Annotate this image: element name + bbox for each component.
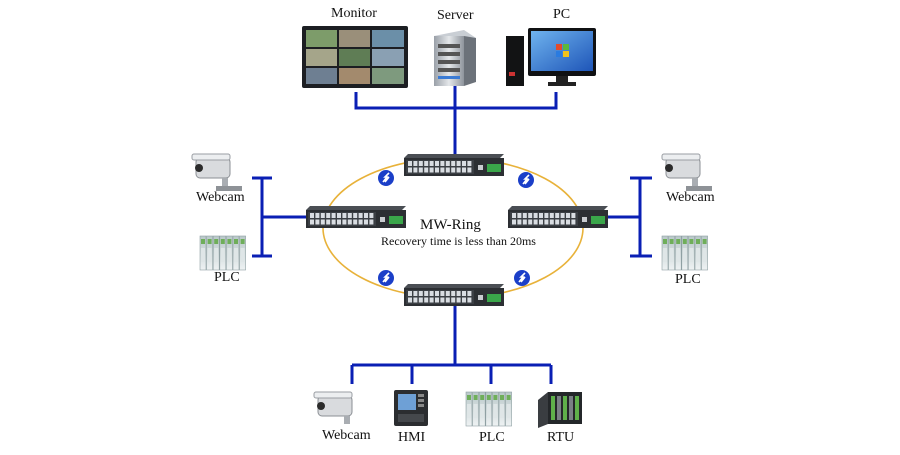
monitor-label: Monitor [331,6,377,21]
right-plc-label: PLC [675,272,701,287]
bottom-plc-label: PLC [479,430,505,445]
hmi-label: HMI [398,430,426,445]
pc-icon [506,28,596,86]
ring-badge-icon [378,270,394,286]
left-plc-label: PLC [214,270,240,285]
bottom-plc-icon [465,391,512,427]
bottom-switch-icon [404,284,504,306]
ring-subtitle: Recovery time is less than 20ms [381,234,536,248]
server-label: Server [437,8,474,23]
right-plc-icon [661,235,708,271]
rtu-label: RTU [547,430,575,445]
ring-badge-icon [514,270,530,286]
left-plc-icon [199,235,246,271]
top-switch-icon [404,154,504,176]
ring-title: MW-Ring [420,217,481,233]
ring-badges [378,170,534,286]
left-switch-icon [306,206,406,228]
right-switch-icon [508,206,608,228]
ring-badge-icon [518,172,534,188]
hmi-icon [394,390,428,426]
left-webcam-label: Webcam [196,190,245,205]
link-lines [252,86,652,384]
switches [306,154,608,306]
right-webcam-label: Webcam [666,190,715,205]
rtu-icon [538,392,582,428]
left-webcam-icon [191,153,242,191]
server-icon [434,30,476,86]
ring-badge-icon [378,170,394,186]
pc-label: PC [553,7,571,22]
bottom-webcam-label: Webcam [322,428,371,443]
right-webcam-icon [661,153,712,191]
monitor-icon [302,26,408,88]
bottom-webcam-icon [313,391,353,424]
